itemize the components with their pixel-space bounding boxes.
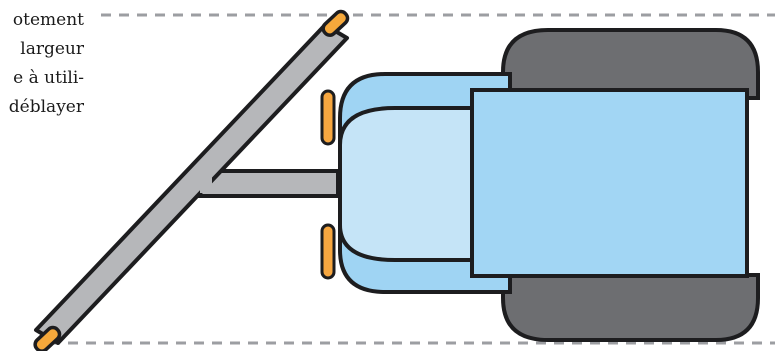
paragraph-line-2: largeur bbox=[20, 39, 84, 59]
wheel-top-icon bbox=[501, 28, 760, 100]
wheel-bottom-icon bbox=[501, 273, 760, 342]
blade-bar bbox=[34, 23, 349, 345]
wheels bbox=[501, 28, 760, 342]
headlight-top-icon bbox=[320, 89, 336, 146]
paragraph-line-3: e à utili- bbox=[13, 68, 84, 88]
paragraph-line-4: déblayer bbox=[8, 97, 84, 117]
paragraph-fragment: otement largeur e à utili- déblayer bbox=[0, 0, 84, 122]
vehicle-body bbox=[470, 88, 749, 278]
blade-tip-top bbox=[321, 9, 350, 37]
paragraph-line-1: otement bbox=[12, 10, 84, 30]
headlight-bottom-icon bbox=[320, 223, 336, 280]
blade-arm-joint-cover bbox=[200, 174, 212, 193]
hood-inner bbox=[338, 106, 512, 262]
blade-icon bbox=[33, 9, 350, 351]
vehicle-icon bbox=[338, 72, 749, 294]
blade-tip-bottom bbox=[33, 325, 62, 351]
